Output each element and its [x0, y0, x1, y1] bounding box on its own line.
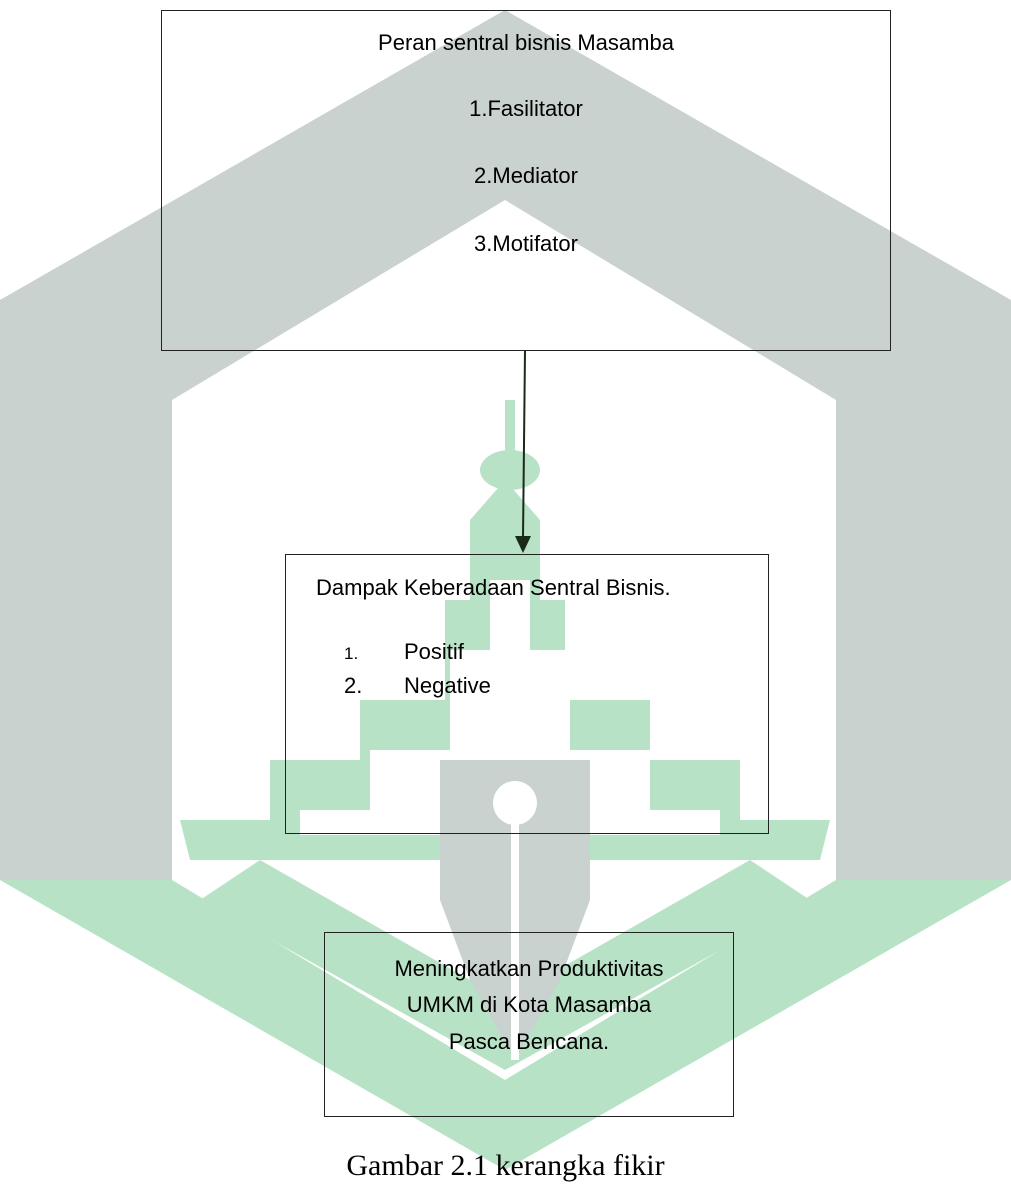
- box-peran-sentral: Peran sentral bisnis Masamba 1.Fasilitat…: [161, 10, 891, 351]
- list-number: 2.: [344, 673, 363, 698]
- box-meningkatkan: Meningkatkan Produktivitas UMKM di Kota …: [324, 932, 734, 1117]
- arrow-head: [515, 536, 531, 553]
- box-bottom-line: UMKM di Kota Masamba: [406, 992, 652, 1017]
- list-label: Positif: [404, 639, 464, 664]
- box-top-item: 2.Mediator: [474, 163, 578, 188]
- box-dampak: Dampak Keberadaan Sentral Bisnis. 1. Posi…: [285, 554, 769, 834]
- box-top-title: Peran sentral bisnis Masamba: [378, 30, 674, 55]
- watermark-green-dome: [480, 450, 540, 490]
- arrow-line: [522, 350, 526, 539]
- box-bottom-line: Meningkatkan Produktivitas: [394, 956, 664, 981]
- watermark-gray-band: [0, 10, 1011, 880]
- box-bottom-line: Pasca Bencana.: [448, 1029, 610, 1054]
- watermark-green-spire: [505, 400, 515, 460]
- list-number: 1.: [344, 644, 359, 663]
- box-middle-list-item: 1. Positif: [344, 639, 464, 665]
- box-middle-title: Dampak Keberadaan Sentral Bisnis.: [316, 575, 671, 600]
- figure-caption: Gambar 2.1 kerangka fikir: [346, 1149, 665, 1182]
- watermark-green-outer-chevron: [0, 880, 1011, 1170]
- list-label: Negative: [404, 673, 491, 698]
- box-top-item: 1.Fasilitator: [469, 96, 583, 121]
- box-middle-list-item: 2. Negative: [344, 673, 491, 699]
- box-top-item: 3.Motifator: [474, 231, 578, 256]
